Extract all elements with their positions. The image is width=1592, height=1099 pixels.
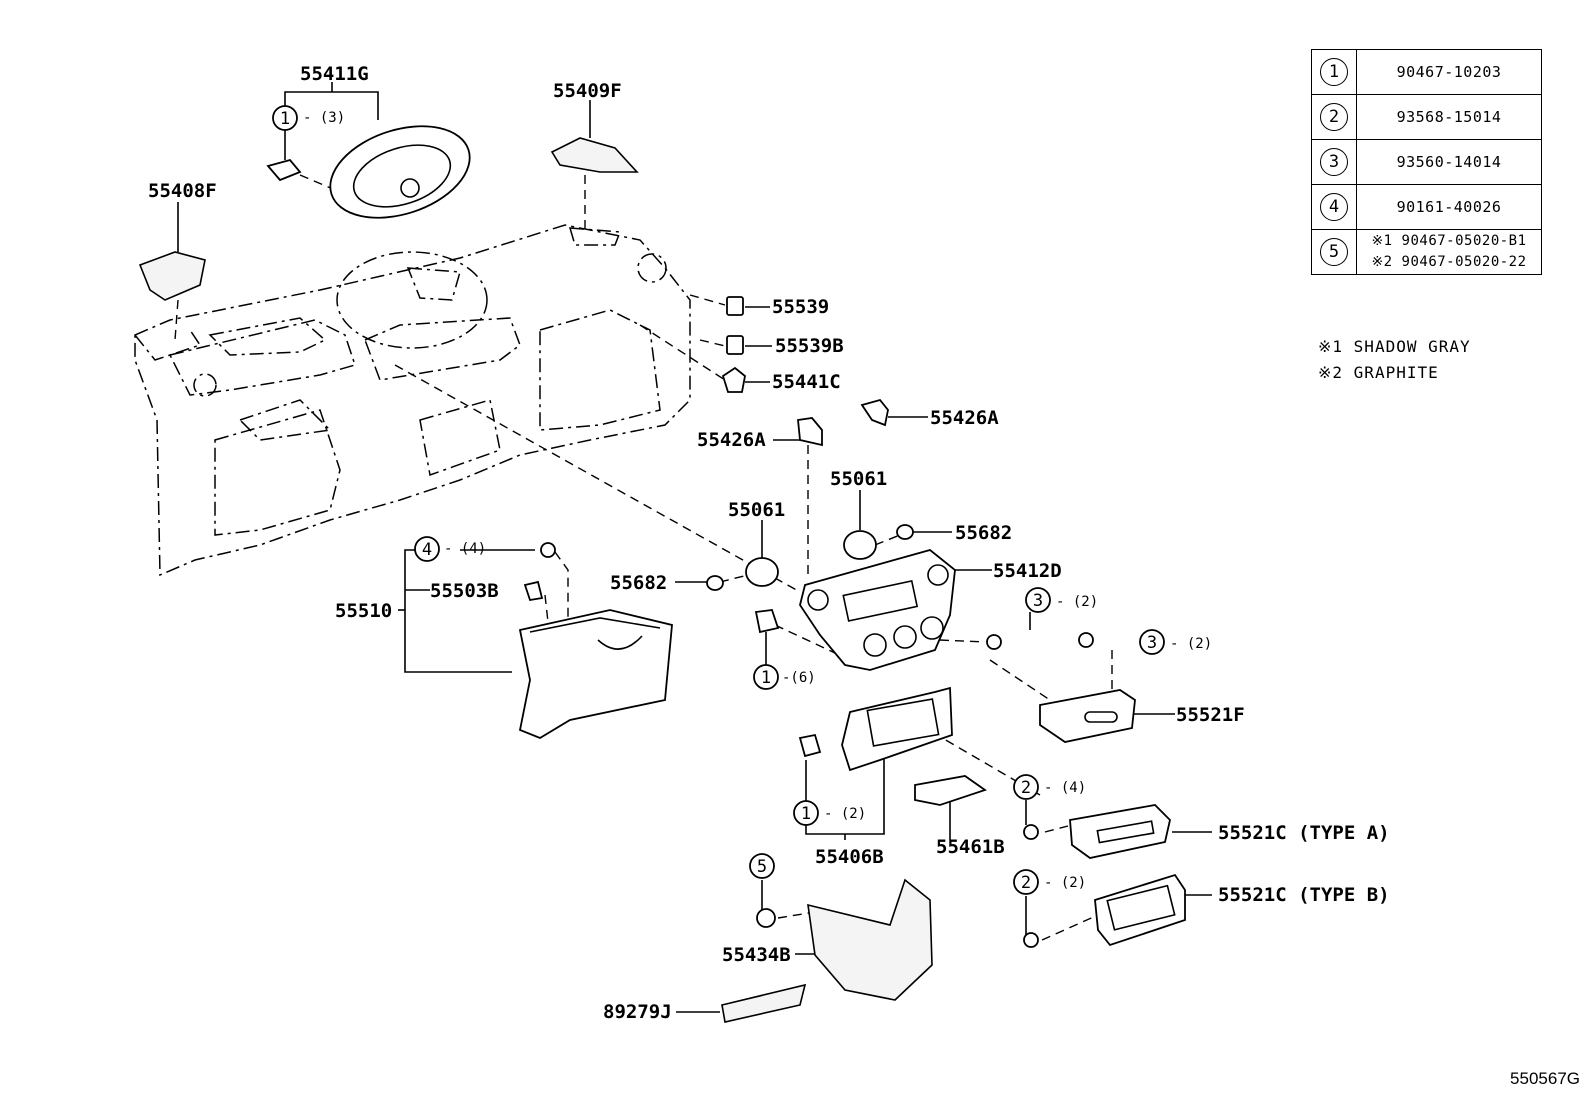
ref-quantity: - (2) [1170,636,1212,652]
ref-marker: 3 [1033,591,1043,611]
reference-markers: 1 - (3) 4 - (4) 3 - (2) 3 - (2) 1 -(6) 1… [272,105,1212,895]
callout-55510: 55510 [335,600,392,622]
table-row: 4 90161-40026 [1311,184,1542,230]
ref-quantity: - (2) [1056,594,1098,610]
ref-part-number-variant-2: ※2 90467-05020-22 [1371,254,1527,270]
table-row: 3 93560-14014 [1311,139,1542,185]
callout-55411G: 55411G [300,63,369,85]
ref-quantity: - (2) [824,806,866,822]
note-shadow-gray: ※1 SHADOW GRAY [1318,337,1471,356]
ref-part-number: 93568-15014 [1356,94,1542,140]
table-row: 2 93568-15014 [1311,94,1542,140]
callout-55061-left: 55061 [728,499,785,521]
ref-index: 2 [1320,103,1348,131]
note-graphite: ※2 GRAPHITE [1318,363,1439,382]
color-notes: ※1 SHADOW GRAY ※2 GRAPHITE [1318,334,1471,386]
ref-index: 5 [1320,238,1348,266]
ref-quantity: - (2) [1044,875,1086,891]
part-number-callouts: 55411G 55409F 55408F 55539 55539B 55441C… [148,63,1390,1023]
diagram-code: 550567G [1510,1069,1580,1088]
callout-55426A-left: 55426A [697,429,766,451]
ref-marker: 3 [1147,633,1157,653]
callout-55409F: 55409F [553,80,622,102]
ref-index: 3 [1320,148,1348,176]
callout-55412D: 55412D [993,560,1062,582]
ref-marker: 1 [761,668,771,688]
ref-index: 4 [1320,193,1348,221]
ref-part-number: 90161-40026 [1356,184,1542,230]
callout-55503B: 55503B [430,580,499,602]
callout-55539: 55539 [772,296,829,318]
callout-55521C-type-a: 55521C (TYPE A) [1218,822,1390,844]
part-shapes [138,125,1186,1023]
callout-89279J: 89279J [603,1001,672,1023]
callout-55434B: 55434B [722,944,791,966]
callout-55426A-right: 55426A [930,407,999,429]
ref-quantity: - (4) [1044,780,1086,796]
ref-marker: 5 [757,857,767,877]
ref-part-number: 93560-14014 [1356,139,1542,185]
ref-quantity: - (3) [303,110,345,126]
ref-marker: 2 [1021,873,1031,893]
leader-lines [174,82,1212,1013]
ref-part-number-variant-1: ※1 90467-05020-B1 [1371,233,1527,249]
instrument-panel-outline [134,224,691,577]
callout-55521C-type-b: 55521C (TYPE B) [1218,884,1390,906]
ref-marker: 4 [422,540,432,560]
ref-part-number: 90467-10203 [1356,49,1542,95]
table-row: 5 ※1 90467-05020-B1 ※2 90467-05020-22 [1311,229,1542,275]
callout-55461B: 55461B [936,836,1005,858]
fastener-reference-table: 1 90467-10203 2 93568-15014 3 93560-1401… [1311,49,1542,275]
ref-marker: 1 [280,109,290,129]
ref-marker: 1 [801,804,811,824]
callout-55061-right: 55061 [830,468,887,490]
ref-quantity: - (4) [444,541,486,557]
callout-55441C: 55441C [772,371,841,393]
ref-quantity: -(6) [782,670,816,686]
ref-index: 1 [1320,58,1348,86]
callout-55539B: 55539B [775,335,844,357]
ref-marker: 2 [1021,778,1031,798]
callout-55408F: 55408F [148,180,217,202]
table-row: 1 90467-10203 [1311,49,1542,95]
callout-55682-left: 55682 [610,572,667,594]
callout-55406B: 55406B [815,846,884,868]
callout-55521F: 55521F [1176,704,1245,726]
callout-55682-right: 55682 [955,522,1012,544]
